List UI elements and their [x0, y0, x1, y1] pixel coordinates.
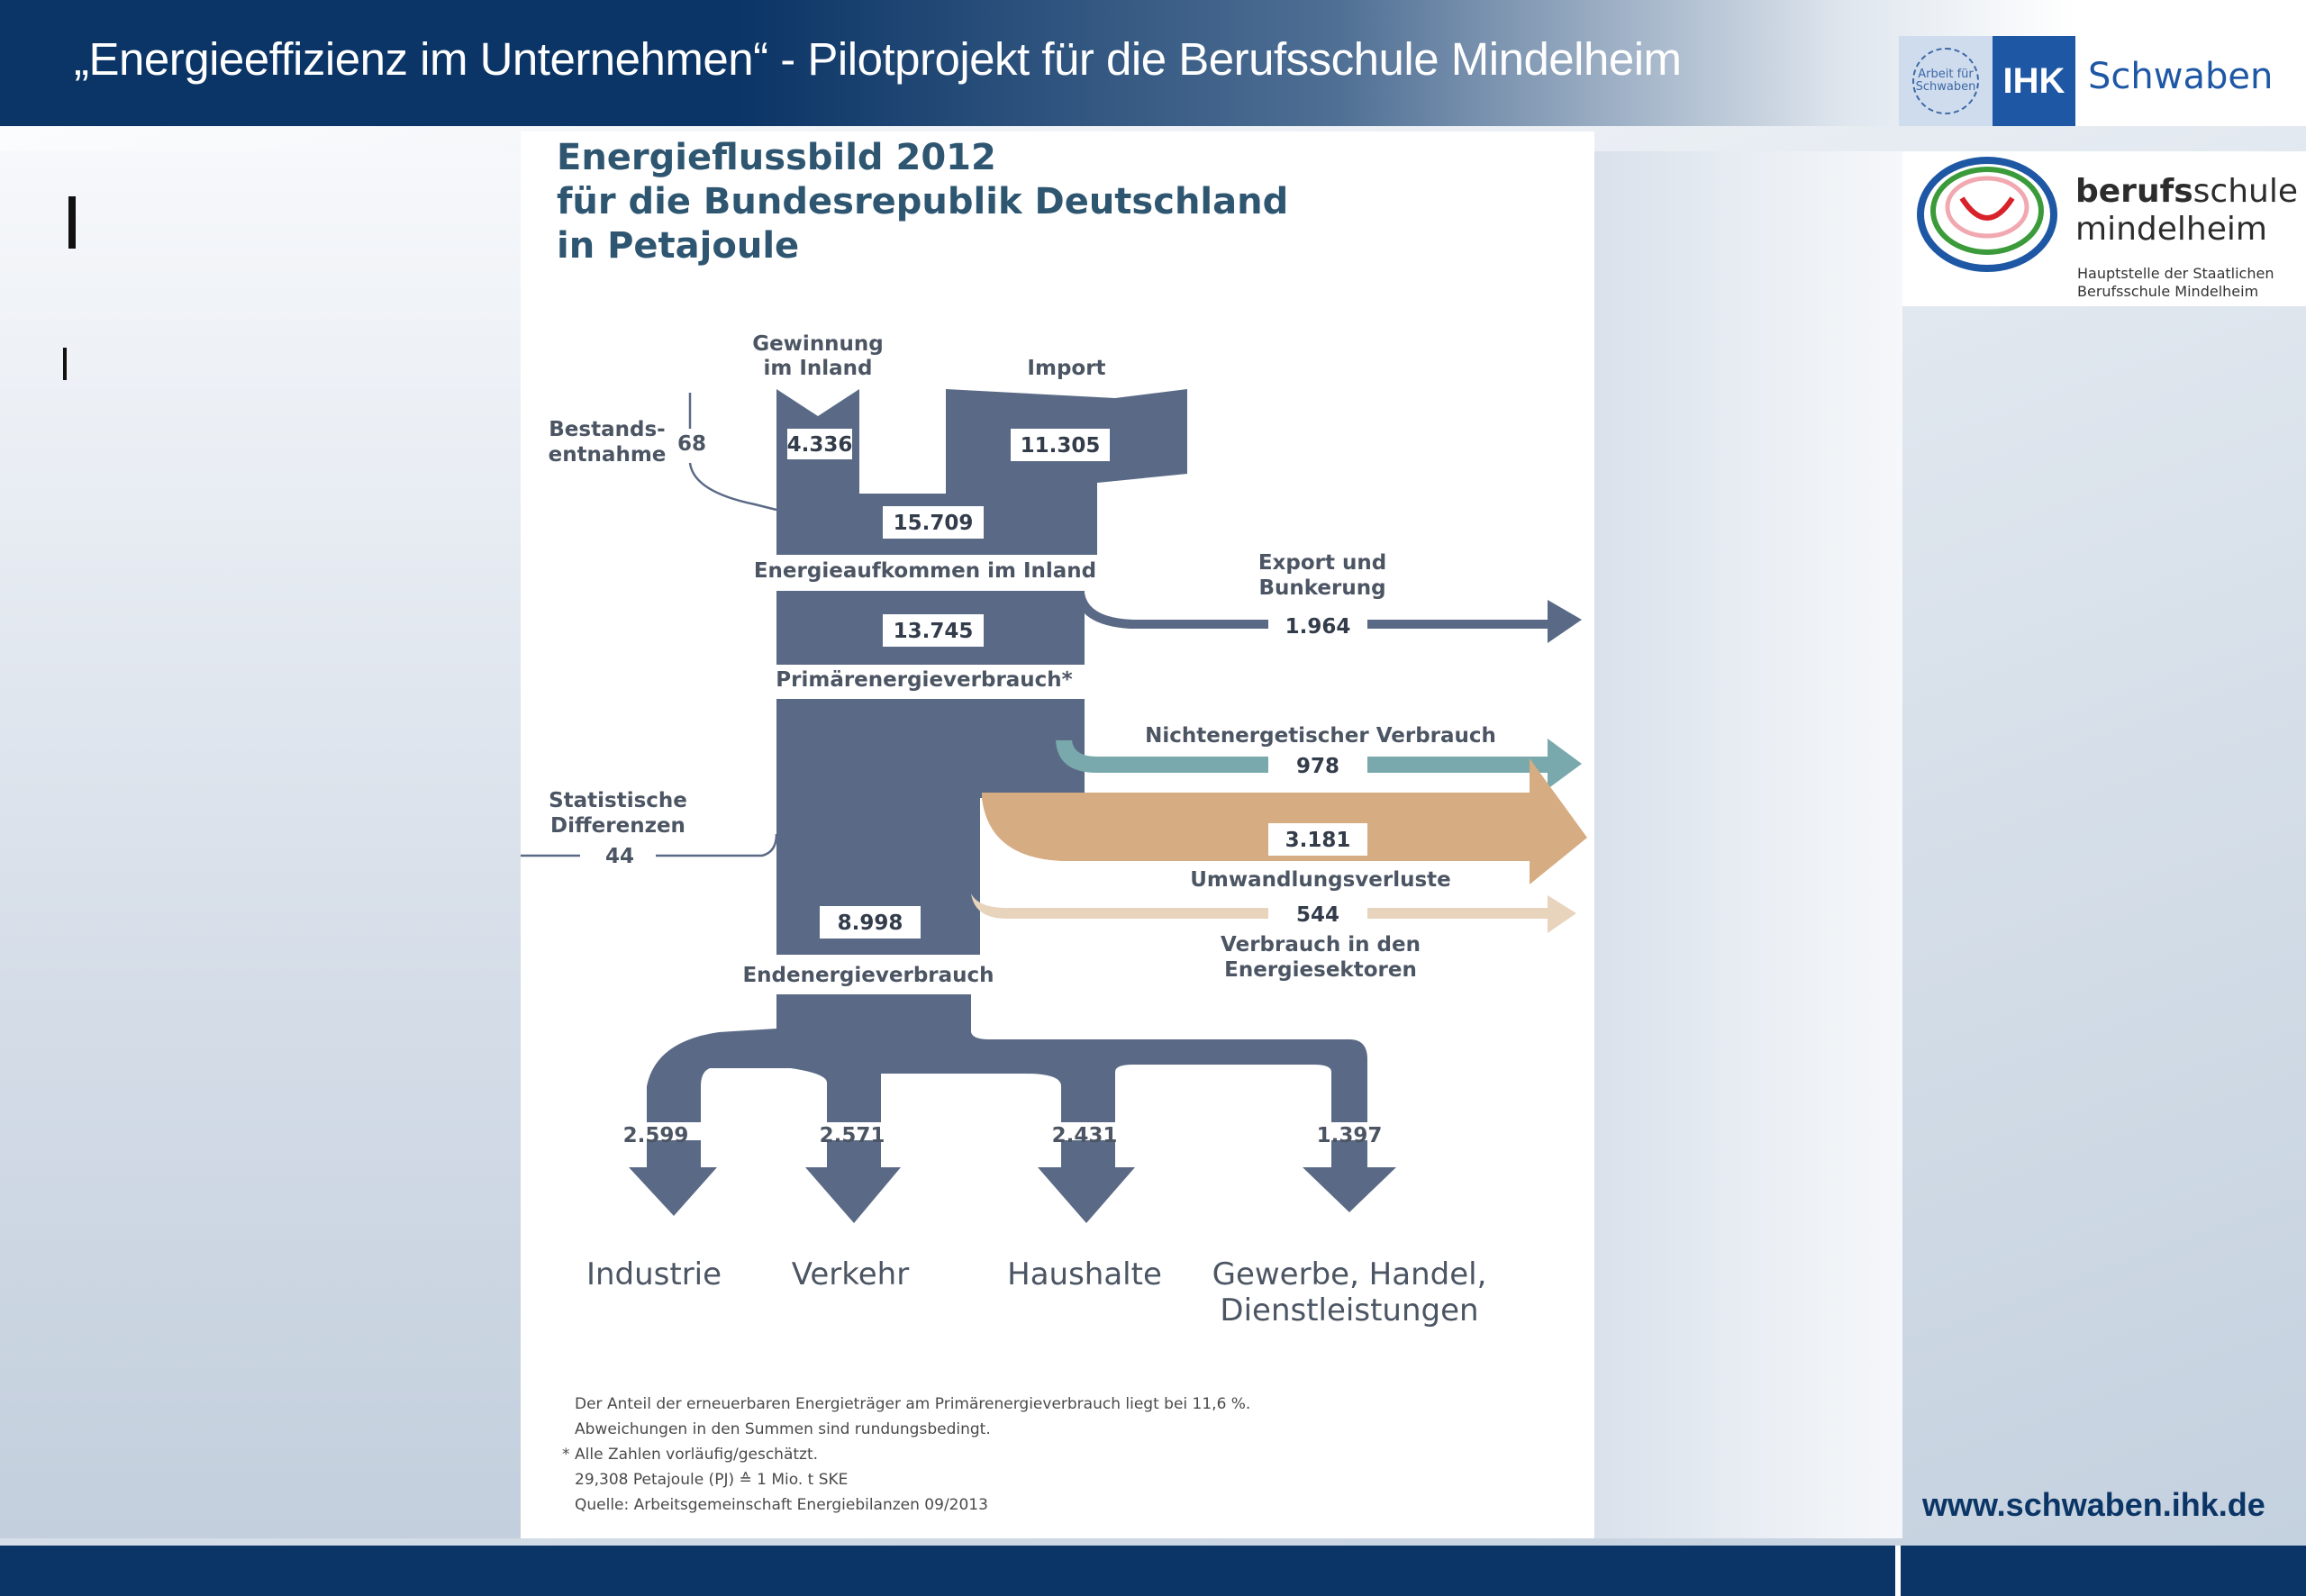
note-1: Der Anteil der erneuerbaren Energieträge…: [575, 1395, 1250, 1413]
note-2: Abweichungen in den Summen sind rundungs…: [575, 1420, 991, 1438]
diagram-title-line-3: in Petajoule: [557, 225, 799, 267]
school-name-line2: mindelheim: [2075, 211, 2267, 248]
sector-arrow-gewerbe: [1303, 1140, 1396, 1212]
statistik-label-2: Differenzen: [550, 814, 685, 838]
right-panel: [1594, 151, 1902, 1538]
bestand-label-1: Bestands-: [549, 418, 665, 441]
slide-title: „Energieeffizienz im Unternehmen“ - Pilo…: [74, 33, 1682, 85]
endenergie-value-box: [820, 906, 921, 939]
sector-name-haushalte: Haushalte: [1007, 1256, 1162, 1292]
aufkommen-value: 15.709: [894, 512, 974, 535]
primaer-value: 13.745: [894, 620, 974, 643]
note-3: Alle Zahlen vorläufig/geschätzt.: [575, 1446, 818, 1464]
energiesektoren-label-1: Verbrauch in den: [1221, 933, 1421, 957]
export-label-1: Export und: [1258, 551, 1386, 575]
ihk-schwaben-logo: Arbeit für Schwaben IHK Schwaben: [1899, 36, 2273, 126]
energy-flow-diagram: Energieflussbild 2012 für die Bundesrepu…: [521, 131, 1594, 1538]
sector-name-gewerbe-2: Dienstleistungen: [1220, 1292, 1478, 1328]
energiesektoren-value: 544: [1296, 903, 1339, 927]
sector-splitter: [647, 994, 1367, 1122]
school-ring-icon: [1917, 157, 2057, 272]
gewinnung-label-2: im Inland: [763, 357, 872, 380]
import-value: 11.305: [1021, 434, 1101, 458]
aufkommen-label: Energieaufkommen im Inland: [754, 559, 1096, 583]
footer-divider: [1895, 1546, 1901, 1596]
import-value-box: [1011, 429, 1110, 461]
bestand-value: 68: [677, 432, 706, 456]
umwandlung-value: 3.181: [1285, 829, 1351, 852]
export-value: 1.964: [1285, 615, 1351, 639]
ihk-abbreviation: IHK: [1993, 36, 2075, 126]
nichtenergetisch-value-box: [1268, 749, 1367, 780]
umwandlung-arrow: [982, 758, 1587, 884]
energiesektoren-value-box: [1268, 899, 1367, 928]
footer-bar: [0, 1546, 2306, 1596]
export-value-box: [1268, 609, 1367, 639]
sector-value-gewerbe: 1.397: [1317, 1124, 1383, 1147]
import-label: Import: [1027, 357, 1105, 380]
main-trunk-flow: [776, 699, 1085, 955]
note-5: Quelle: Arbeitsgemeinschaft Energiebilan…: [575, 1496, 988, 1514]
primaer-label: Primärenergieverbrauch*: [776, 668, 1072, 692]
school-name-rest: schule: [2193, 173, 2299, 210]
school-subtitle: Hauptstelle der Staatlichen Berufsschule…: [2077, 265, 2274, 301]
school-name-bold: berufs: [2075, 173, 2193, 210]
primaer-value-box: [883, 614, 984, 647]
note-4: 29,308 Petajoule (PJ) ≙ 1 Mio. t SKE: [575, 1471, 848, 1489]
text-cursor-mark-small: [63, 348, 67, 380]
endenergie-label: Endenergieverbrauch: [742, 964, 994, 987]
energiesektoren-label-2: Energiesektoren: [1224, 958, 1417, 982]
endenergie-value: 8.998: [838, 911, 903, 935]
diagram-title-line-1: Energieflussbild 2012: [557, 137, 996, 178]
sector-arrow-haushalte: [1038, 1140, 1135, 1223]
energy-flow-svg: Energieflussbild 2012 für die Bundesrepu…: [521, 137, 1587, 1514]
nichtenergetisch-value: 978: [1296, 755, 1339, 778]
website-url[interactable]: www.schwaben.ihk.de: [1922, 1486, 2265, 1523]
bestand-label-2: entnahme: [549, 443, 667, 467]
berufsschule-mindelheim-logo: berufsschule mindelheim Hauptstelle der …: [1902, 151, 2306, 306]
sector-value-industrie: 2.599: [623, 1124, 689, 1147]
statistik-label-1: Statistische: [549, 789, 687, 812]
sector-name-verkehr: Verkehr: [792, 1256, 909, 1292]
sector-arrow-verkehr: [805, 1140, 901, 1223]
gewinnung-value-box: [787, 429, 852, 459]
sector-value-verkehr: 2.571: [820, 1124, 885, 1147]
school-name: berufsschule mindelheim: [2075, 173, 2298, 249]
aufkommen-value-box: [883, 506, 984, 539]
school-subtitle-1: Hauptstelle der Staatlichen: [2077, 265, 2274, 282]
gewinnung-value: 4.336: [787, 433, 853, 457]
text-cursor-mark: [68, 196, 76, 249]
nichtenergetisch-label: Nichtenergetischer Verbrauch: [1145, 724, 1496, 748]
note-asterisk: *: [562, 1446, 570, 1464]
umwandlung-label: Umwandlungsverluste: [1190, 868, 1451, 892]
school-subtitle-2: Berufsschule Mindelheim: [2077, 283, 2259, 300]
umwandlung-value-box: [1268, 823, 1367, 856]
statistik-value: 44: [605, 845, 634, 868]
sector-name-industrie: Industrie: [586, 1256, 722, 1292]
bestand-connector: [688, 393, 777, 512]
ihk-seal: Arbeit für Schwaben: [1899, 36, 1993, 126]
statistik-connector: [521, 833, 778, 857]
sector-value-haushalte: 2.431: [1052, 1124, 1118, 1147]
left-panel: [0, 151, 521, 1538]
sector-name-gewerbe-1: Gewerbe, Handel,: [1212, 1256, 1487, 1292]
export-label-2: Bunkerung: [1258, 576, 1385, 600]
sector-arrow-industrie: [629, 1140, 717, 1216]
gewinnung-label-1: Gewinnung: [752, 332, 884, 356]
ihk-region: Schwaben: [2088, 56, 2274, 97]
diagram-title-line-2: für die Bundesrepublik Deutschland: [557, 181, 1288, 222]
ihk-seal-text: Arbeit für Schwaben: [1912, 48, 1979, 114]
